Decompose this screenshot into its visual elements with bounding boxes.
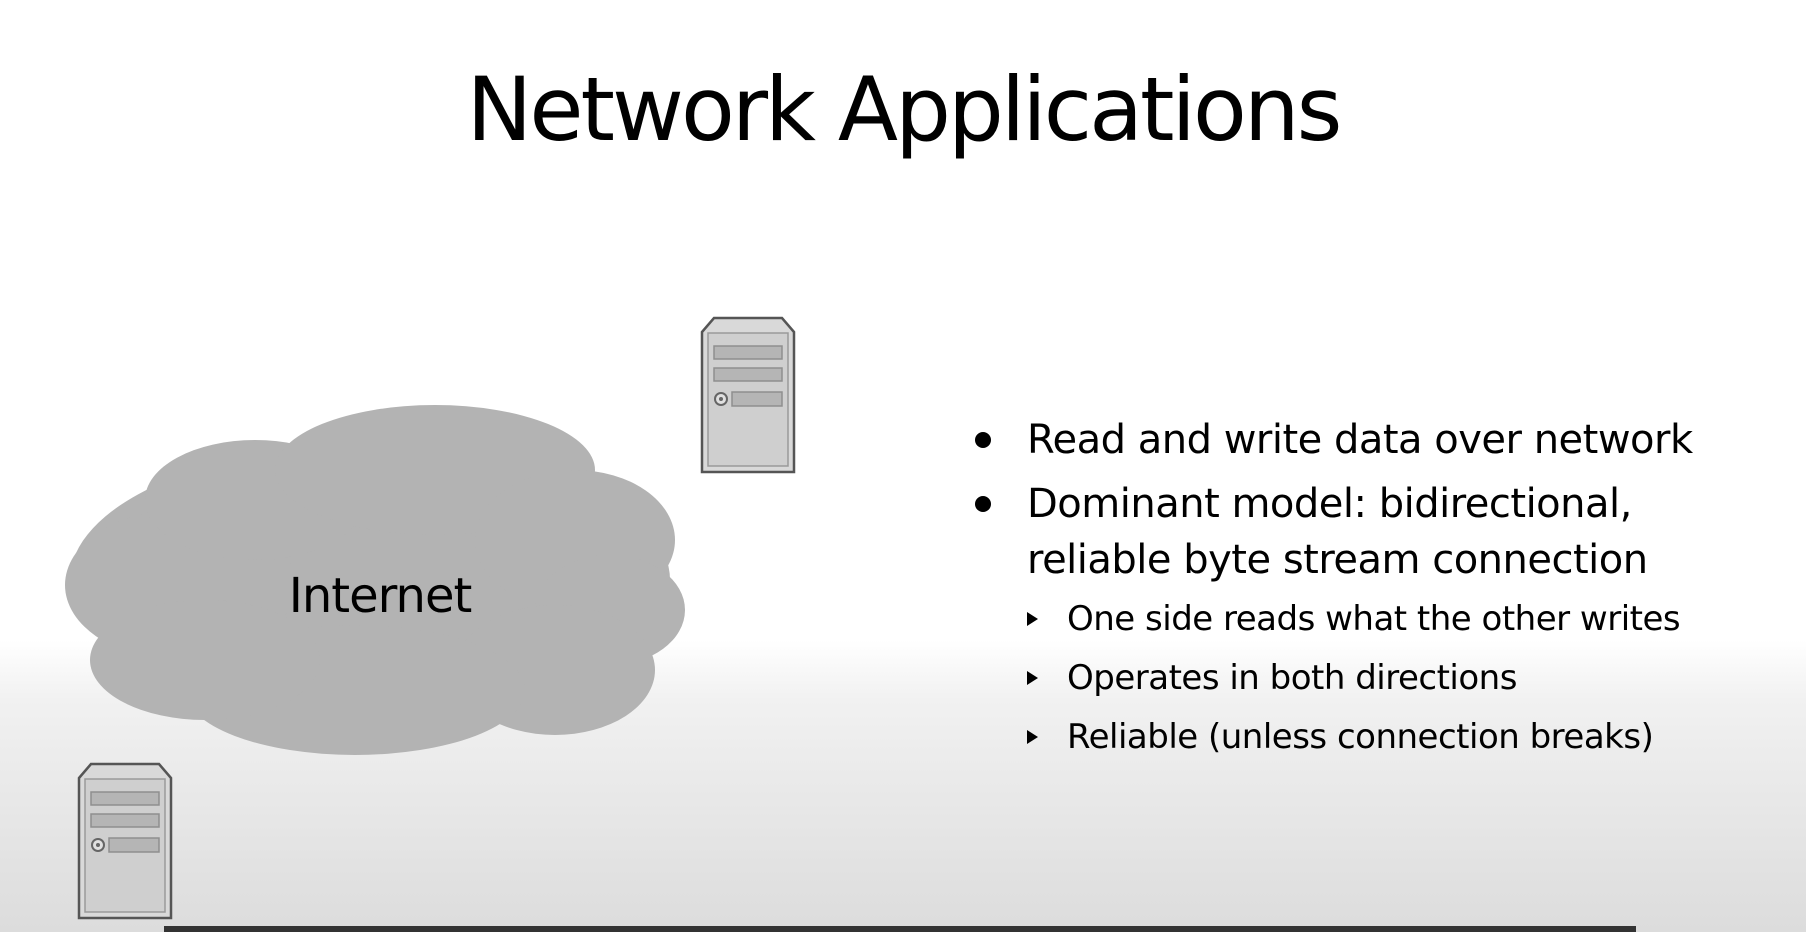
sub-bullet-item: Reliable (unless connection breaks) bbox=[1027, 714, 1775, 760]
bullet-text-line1: Dominant model: bidirectional, bbox=[1027, 481, 1632, 527]
server-icon bbox=[77, 762, 173, 920]
bullet-list: Read and write data over network Dominan… bbox=[975, 412, 1775, 773]
bottom-divider bbox=[164, 926, 1636, 932]
bullet-item: Read and write data over network bbox=[975, 412, 1775, 468]
sub-bullet-text: Reliable (unless connection breaks) bbox=[1067, 717, 1654, 757]
sub-bullet-list: One side reads what the other writes Ope… bbox=[1027, 596, 1775, 760]
cloud-label: Internet bbox=[288, 568, 473, 624]
sub-bullet-item: One side reads what the other writes bbox=[1027, 596, 1775, 642]
bullet-dot-icon bbox=[975, 496, 991, 512]
cloud-icon bbox=[65, 405, 685, 755]
server-icon bbox=[700, 316, 796, 474]
bullet-text-line2: reliable byte stream connection bbox=[1027, 537, 1648, 583]
triangle-bullet-icon bbox=[1027, 671, 1038, 685]
sub-bullet-text: Operates in both directions bbox=[1067, 658, 1517, 698]
sub-bullet-text: One side reads what the other writes bbox=[1067, 599, 1681, 639]
bullet-item: Dominant model: bidirectional, reliable … bbox=[975, 476, 1775, 760]
sub-bullet-item: Operates in both directions bbox=[1027, 655, 1775, 701]
slide-title: Network Applications bbox=[466, 58, 1343, 161]
triangle-bullet-icon bbox=[1027, 730, 1038, 744]
triangle-bullet-icon bbox=[1027, 612, 1038, 626]
bullet-text: Read and write data over network bbox=[1027, 417, 1693, 463]
bullet-dot-icon bbox=[975, 432, 991, 448]
